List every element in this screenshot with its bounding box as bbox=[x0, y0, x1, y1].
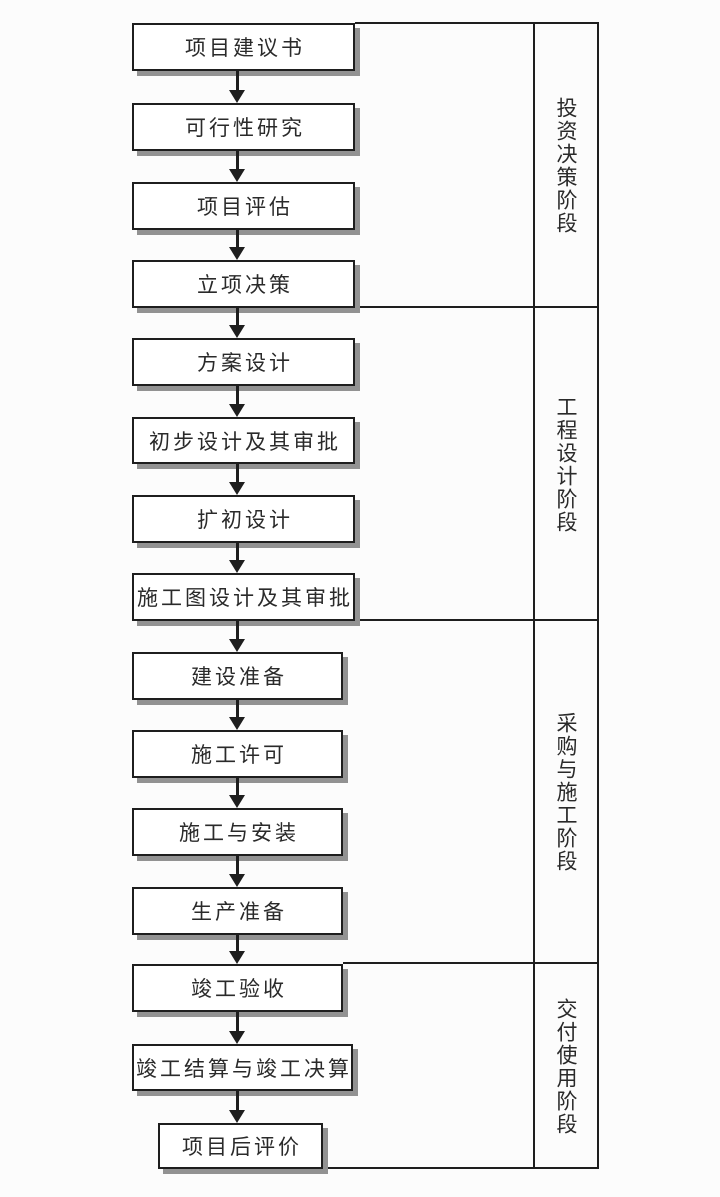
down-arrow-11 bbox=[226, 856, 248, 887]
flow-step-construction-drawing-design-approval: 施工图设计及其审批 bbox=[132, 573, 355, 621]
arrow-head-icon bbox=[229, 639, 245, 652]
phase-label-text: 采购与施工阶段 bbox=[554, 712, 578, 873]
phase-label-engineering-design: 工程设计阶段 bbox=[533, 308, 599, 621]
flow-step-production-preparation: 生产准备 bbox=[132, 887, 343, 935]
arrow-head-icon bbox=[229, 560, 245, 573]
flow-step-completion-settlement-final-accounts: 竣工结算与竣工决算 bbox=[132, 1044, 353, 1091]
flow-step-feasibility-study: 可行性研究 bbox=[132, 103, 355, 151]
down-arrow-12 bbox=[226, 935, 248, 964]
phase-label-text: 交付使用阶段 bbox=[554, 997, 578, 1136]
phase-divider-line-3 bbox=[355, 619, 599, 621]
flow-step-post-project-evaluation: 项目后评价 bbox=[158, 1123, 323, 1169]
flow-step-project-proposal: 项目建议书 bbox=[132, 23, 355, 71]
arrow-head-icon bbox=[229, 325, 245, 338]
flow-step-expanded-preliminary-design: 扩初设计 bbox=[132, 495, 355, 543]
flow-step-scheme-design: 方案设计 bbox=[132, 338, 355, 386]
down-arrow-5 bbox=[226, 386, 248, 417]
flow-step-label: 生产准备 bbox=[191, 900, 287, 924]
down-arrow-14 bbox=[226, 1091, 248, 1123]
down-arrow-9 bbox=[226, 700, 248, 730]
phase-label-delivery-use: 交付使用阶段 bbox=[533, 964, 599, 1169]
flow-step-label: 立项决策 bbox=[197, 273, 293, 297]
flow-step-label: 扩初设计 bbox=[197, 508, 293, 532]
arrow-shaft bbox=[235, 386, 239, 404]
arrow-shaft bbox=[235, 935, 239, 951]
phase-label-text: 投资决策阶段 bbox=[554, 96, 578, 235]
flow-step-label: 竣工结算与竣工决算 bbox=[136, 1056, 352, 1081]
arrow-head-icon bbox=[229, 169, 245, 182]
flow-step-approval-decision: 立项决策 bbox=[132, 260, 355, 308]
down-arrow-8 bbox=[226, 621, 248, 652]
arrow-head-icon bbox=[229, 874, 245, 887]
arrow-shaft bbox=[235, 1091, 239, 1110]
flow-step-label: 可行性研究 bbox=[185, 116, 305, 140]
flow-step-completion-acceptance: 竣工验收 bbox=[132, 964, 343, 1012]
phase-column bbox=[533, 23, 599, 1169]
arrow-head-icon bbox=[229, 795, 245, 808]
arrow-shaft bbox=[235, 543, 239, 560]
flow-step-label: 建设准备 bbox=[191, 665, 287, 689]
arrow-head-icon bbox=[229, 951, 245, 964]
down-arrow-13 bbox=[226, 1012, 248, 1044]
arrow-shaft bbox=[235, 71, 239, 90]
phase-label-procurement-construction: 采购与施工阶段 bbox=[533, 621, 599, 964]
down-arrow-2 bbox=[226, 151, 248, 182]
flow-step-construction-installation: 施工与安装 bbox=[132, 808, 343, 856]
arrow-shaft bbox=[235, 856, 239, 874]
arrow-shaft bbox=[235, 151, 239, 169]
arrow-head-icon bbox=[229, 717, 245, 730]
arrow-shaft bbox=[235, 700, 239, 717]
down-arrow-10 bbox=[226, 778, 248, 808]
phase-label-investment-decision: 投资决策阶段 bbox=[533, 23, 599, 308]
arrow-head-icon bbox=[229, 247, 245, 260]
flow-step-construction-permit: 施工许可 bbox=[132, 730, 343, 778]
flow-step-preliminary-design-approval: 初步设计及其审批 bbox=[132, 417, 355, 464]
down-arrow-7 bbox=[226, 543, 248, 573]
arrow-shaft bbox=[235, 778, 239, 795]
flow-step-project-evaluation: 项目评估 bbox=[132, 182, 355, 230]
down-arrow-4 bbox=[226, 308, 248, 338]
arrow-head-icon bbox=[229, 482, 245, 495]
arrow-head-icon bbox=[229, 1031, 245, 1044]
arrow-shaft bbox=[235, 1012, 239, 1031]
down-arrow-3 bbox=[226, 230, 248, 260]
flow-step-label: 项目评估 bbox=[197, 195, 293, 219]
flow-step-label: 初步设计及其审批 bbox=[149, 429, 341, 454]
down-arrow-1 bbox=[226, 71, 248, 103]
phase-label-text: 工程设计阶段 bbox=[554, 395, 578, 534]
flow-step-label: 竣工验收 bbox=[191, 977, 287, 1001]
phase-divider-line-4 bbox=[343, 962, 599, 964]
flow-step-label: 施工图设计及其审批 bbox=[137, 586, 353, 610]
arrow-shaft bbox=[235, 308, 239, 325]
arrow-shaft bbox=[235, 621, 239, 639]
arrow-shaft bbox=[235, 464, 239, 482]
arrow-shaft bbox=[235, 230, 239, 247]
phase-divider-line-2 bbox=[355, 306, 599, 308]
phase-divider-line-1 bbox=[355, 22, 599, 24]
flow-step-label: 项目建议书 bbox=[185, 36, 305, 60]
flow-step-label: 施工与安装 bbox=[179, 821, 299, 845]
flow-step-label: 施工许可 bbox=[191, 743, 287, 767]
flow-step-construction-preparation: 建设准备 bbox=[132, 652, 343, 700]
flow-step-label: 项目后评价 bbox=[182, 1135, 302, 1159]
arrow-head-icon bbox=[229, 90, 245, 103]
arrow-head-icon bbox=[229, 404, 245, 417]
phase-divider-line-5 bbox=[158, 1167, 599, 1169]
flow-step-label: 方案设计 bbox=[197, 351, 293, 375]
down-arrow-6 bbox=[226, 464, 248, 495]
arrow-head-icon bbox=[229, 1110, 245, 1123]
